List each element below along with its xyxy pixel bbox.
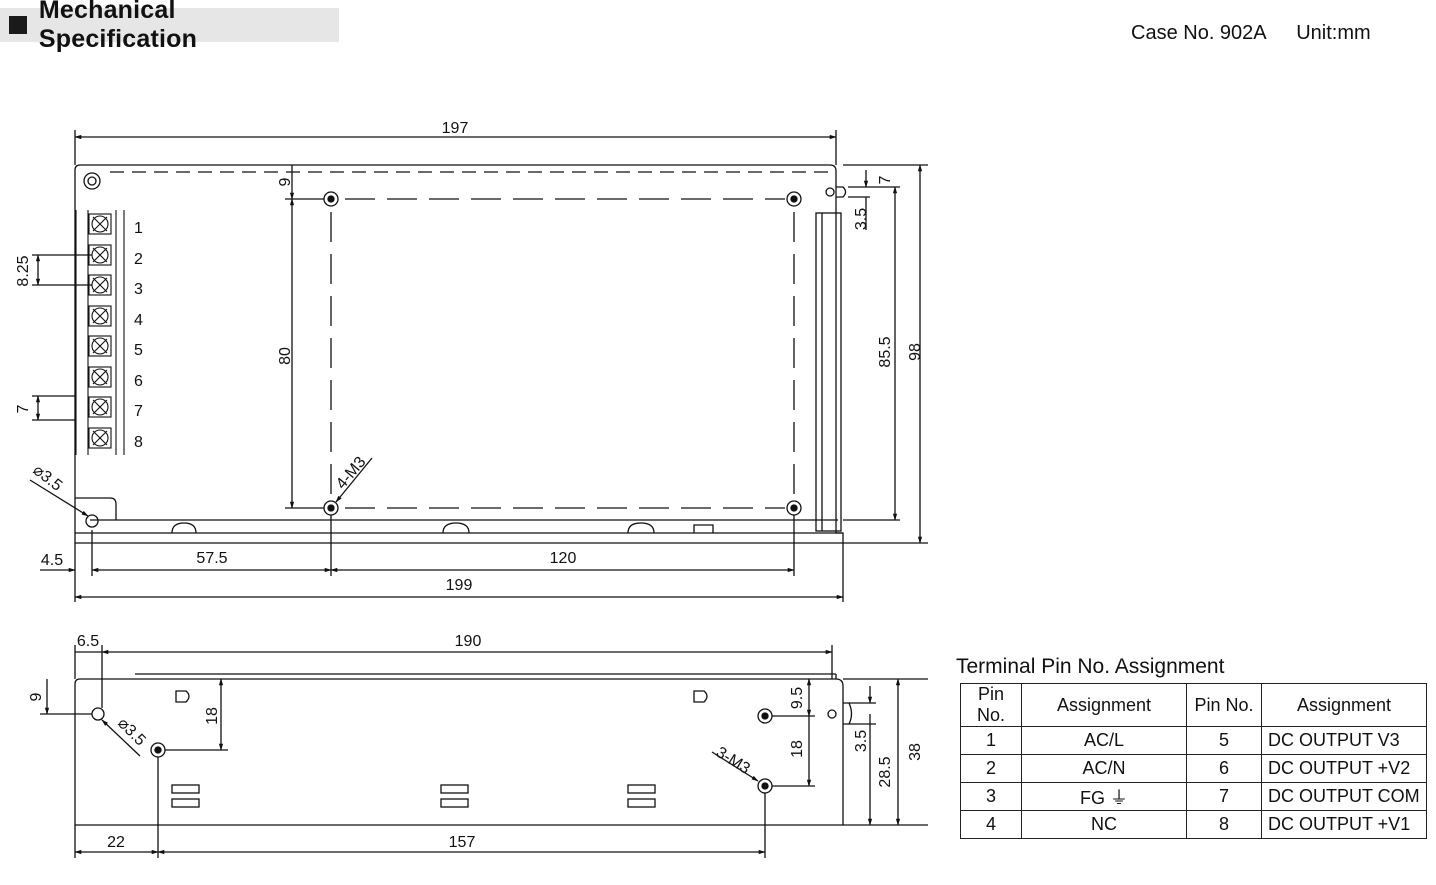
vent-slots bbox=[171, 784, 656, 808]
terminal-label: 1 bbox=[134, 220, 143, 237]
dim-hole-top-offset: 9 bbox=[277, 177, 294, 186]
pin-assignment: NC bbox=[1021, 810, 1187, 839]
pin-assignment: DC OUTPUT +V1 bbox=[1261, 810, 1427, 839]
dim-slot-top: 7 bbox=[877, 175, 894, 184]
mount-hole-icon bbox=[323, 191, 802, 516]
terminal-label: 3 bbox=[134, 281, 143, 298]
pin-number: 2 bbox=[960, 754, 1022, 783]
terminal-label: 6 bbox=[134, 373, 143, 390]
table-header-row: Pin No. Assignment Pin No. Assignment bbox=[960, 683, 1427, 727]
pin-number: 3 bbox=[960, 782, 1022, 811]
dim-slot-height: 18 bbox=[204, 707, 221, 725]
dim-hole-spacing: 157 bbox=[449, 834, 476, 851]
pin-number: 1 bbox=[960, 726, 1022, 755]
dim-hole-spacing-y: 80 bbox=[277, 347, 294, 365]
dim-terminal-pitch: 8.25 bbox=[15, 255, 32, 286]
terminal-label: 4 bbox=[134, 312, 143, 329]
dim-right-hole-span: 18 bbox=[789, 740, 806, 758]
dim-slot-span: 85.5 bbox=[877, 336, 894, 367]
table-row: 3 FG ⏚ 7 DC OUTPUT COM bbox=[960, 782, 1427, 811]
section-header: Mechanical Specification bbox=[0, 0, 339, 53]
table-row: 1 AC/L 5 DC OUTPUT V3 bbox=[960, 726, 1427, 755]
pin-number: 4 bbox=[960, 810, 1022, 839]
terminal-label: 2 bbox=[134, 251, 143, 268]
bottom-left-hole-icon bbox=[85, 514, 99, 528]
side-mount-hole-icon bbox=[150, 708, 773, 794]
terminal-label: 8 bbox=[134, 434, 143, 451]
column-header: Pin No. bbox=[1186, 683, 1262, 727]
pin-assignment: DC OUTPUT +V2 bbox=[1261, 754, 1427, 783]
pin-number: 6 bbox=[1186, 754, 1262, 783]
mount-holes-label: 4-M3 bbox=[333, 454, 370, 493]
dim-slot-offset: 3.5 bbox=[853, 208, 870, 230]
case-info: Case No. 902A Unit:mm bbox=[1131, 22, 1371, 45]
corner-screw-icon bbox=[83, 172, 101, 190]
dim-overall-length: 197 bbox=[442, 120, 469, 137]
heatsink-bar bbox=[815, 212, 842, 532]
column-header: Assignment bbox=[1021, 683, 1187, 727]
pin-assignment: FG ⏚ bbox=[1021, 782, 1187, 811]
pin-number: 5 bbox=[1186, 726, 1262, 755]
pin-number: 7 bbox=[1186, 782, 1262, 811]
dim-hole-offset-y: 9 bbox=[28, 692, 45, 701]
dim-side-slot-span: 28.5 bbox=[877, 756, 894, 787]
top-view bbox=[29, 130, 928, 602]
dim-hole-dia: ⌀3.5 bbox=[30, 462, 66, 495]
dim-total-length: 199 bbox=[446, 577, 473, 594]
top-view-outline bbox=[74, 164, 844, 544]
dim-side-hole-dia: ⌀3.5 bbox=[114, 715, 149, 750]
dim-lid-offset: 6.5 bbox=[77, 633, 99, 650]
dim-hole-spacing-x: 120 bbox=[550, 550, 577, 567]
case-number: Case No. 902A bbox=[1131, 22, 1267, 44]
terminal-block bbox=[75, 210, 125, 455]
column-header: Pin No. bbox=[960, 683, 1022, 727]
side-mount-holes-label: 3-M3 bbox=[713, 744, 753, 778]
dim-left-offset: 4.5 bbox=[41, 552, 63, 569]
table-row: 2 AC/N 6 DC OUTPUT +V2 bbox=[960, 754, 1427, 783]
unit-label: Unit:mm bbox=[1296, 22, 1371, 44]
side-view bbox=[40, 645, 928, 858]
dim-terminal-width: 7 bbox=[15, 404, 32, 413]
dim-side-overall-height: 38 bbox=[907, 743, 924, 761]
dim-right-hole-top: 9.5 bbox=[789, 687, 806, 709]
pin-table-title: Terminal Pin No. Assignment bbox=[956, 655, 1225, 678]
side-hole-icon bbox=[91, 707, 105, 721]
terminal-label: 7 bbox=[134, 403, 143, 420]
column-header: Assignment bbox=[1261, 683, 1427, 727]
pin-assignment: DC OUTPUT V3 bbox=[1261, 726, 1427, 755]
pin-assignment: AC/L bbox=[1021, 726, 1187, 755]
dim-hole-offset-x: 57.5 bbox=[196, 550, 227, 567]
dim-side-slot-offset: 3.5 bbox=[853, 730, 870, 752]
dim-left-hole-offset: 22 bbox=[107, 834, 125, 851]
pin-assignment: AC/N bbox=[1021, 754, 1187, 783]
pin-number: 8 bbox=[1186, 810, 1262, 839]
side-view-labels: 6.5 190 9 18 ⌀3.5 3-M3 9.5 18 3.5 28.5 3… bbox=[28, 633, 924, 851]
table-row: 4 NC 8 DC OUTPUT +V1 bbox=[960, 810, 1427, 839]
header-square-icon bbox=[9, 16, 27, 34]
page-title: Mechanical Specification bbox=[38, 0, 198, 53]
top-view-labels: 197 199 4.5 57.5 120 80 9 8.25 7 7 3.5 8… bbox=[15, 120, 924, 594]
dim-lid-length: 190 bbox=[455, 633, 482, 650]
terminal-label: 5 bbox=[134, 342, 143, 359]
pin-assignment: DC OUTPUT COM bbox=[1261, 782, 1427, 811]
pin-assignment-table: Pin No. Assignment Pin No. Assignment 1 … bbox=[960, 683, 1427, 839]
dim-overall-height: 98 bbox=[907, 343, 924, 361]
